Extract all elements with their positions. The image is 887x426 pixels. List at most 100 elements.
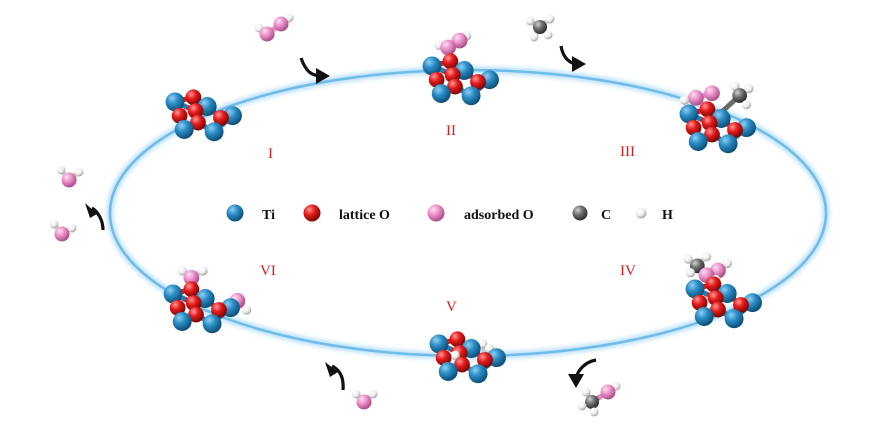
legend-item-ti: Ti [226, 204, 275, 223]
ti-atom [165, 92, 185, 112]
arrow-o2-adsorption [299, 57, 330, 84]
cluster-step-4 [683, 251, 762, 329]
molecule-methanol-released [577, 381, 621, 417]
step-label-i: I [268, 146, 273, 162]
lattice-oxygen-atom [447, 78, 463, 95]
carbon-atom-icon [572, 205, 588, 221]
adsorbed-oxygen-atom [451, 32, 468, 49]
ti-atom [172, 312, 192, 331]
hydrogen-atom [581, 387, 591, 397]
lattice-oxygen-atom [470, 74, 486, 90]
step-label-vi: VI [260, 263, 276, 279]
adsorbed-oxygen-atom-icon [427, 204, 445, 222]
ti-atom [685, 279, 705, 299]
legend-label-adsorbed-o: adsorbed O [464, 208, 534, 223]
lattice-oxygen-atom [190, 114, 206, 131]
carbon-atom [585, 395, 599, 409]
lattice-oxygen-atom [428, 71, 445, 88]
adsorbed-oxygen-atom [440, 39, 456, 56]
lattice-oxygen-atom [477, 352, 493, 368]
lattice-oxygen-atom [169, 299, 186, 316]
hydrogen-atom [577, 401, 587, 411]
lattice-oxygen-atom [188, 306, 204, 323]
hydrogen-atom [525, 16, 535, 26]
ti-atom [461, 86, 481, 106]
legend-label-hydrogen: H [662, 208, 673, 223]
lattice-oxygen-atom [685, 119, 702, 136]
adsorbed-oxygen-atom [259, 26, 275, 42]
cluster-step-5 [429, 331, 506, 384]
adsorbed-oxygen-atom [54, 226, 70, 242]
hydrogen-atom [683, 254, 693, 264]
ti-atom [438, 362, 458, 381]
legend-item-lattice-o: lattice O [303, 204, 390, 223]
ti-atom [431, 84, 451, 103]
hydrogen-atom-icon [635, 207, 647, 219]
lattice-oxygen-atom [213, 110, 229, 126]
arrow-water-desorption-left [85, 203, 105, 231]
lattice-oxygen-atom [710, 301, 726, 318]
lattice-oxygen-atom [185, 89, 202, 106]
ti-atom [724, 309, 744, 329]
hydrogen-atom [368, 389, 378, 399]
arrow-methanol-desorption [568, 358, 597, 388]
lattice-oxygen-atom [705, 276, 722, 293]
molecule-methane-incoming [525, 14, 555, 42]
hydrogen-atom [177, 266, 187, 276]
cluster-step-3 [679, 81, 756, 154]
ti-atom [174, 120, 194, 139]
ti-atom-icon [226, 204, 244, 222]
hydrogen-atom [198, 266, 208, 276]
molecule-water-released-left-bottom [49, 219, 77, 242]
hydrogen-atom [744, 83, 754, 94]
adsorbed-oxygen-atom [704, 85, 720, 102]
lattice-oxygen-atom [435, 349, 452, 366]
hydrogen-atom [741, 99, 752, 110]
hydrogen-atom [74, 167, 84, 177]
legend-item-adsorbed-o: adsorbed O [427, 204, 534, 223]
ti-atom [429, 334, 449, 354]
hydrogen-atom [351, 389, 361, 399]
lattice-oxygen-atom [454, 356, 470, 373]
lattice-oxygen-atom [449, 331, 466, 348]
arrow-water-desorption-bottom [325, 362, 345, 391]
cluster-step-1 [165, 89, 242, 142]
ti-atom [468, 364, 488, 384]
lattice-oxygen-atom [733, 297, 749, 313]
legend-label-ti: Ti [262, 208, 275, 223]
legend-label-lattice-o: lattice O [339, 208, 390, 223]
cluster-step-6 [163, 266, 252, 334]
step-label-ii: II [446, 123, 456, 139]
hydrogen-atom [679, 95, 690, 105]
lattice-oxygen-atom [704, 126, 720, 143]
adsorbed-oxygen-atom [183, 269, 200, 286]
lattice-oxygen-atom-icon [303, 204, 321, 222]
adsorbed-oxygen-atom [273, 16, 289, 32]
hydrogen-atom [722, 258, 732, 269]
ti-atom [202, 314, 222, 334]
hydrogen-atom [543, 30, 553, 40]
adsorbed-oxygen-atom [600, 384, 616, 400]
ti-atom [422, 56, 442, 76]
hydrogen-atom [589, 407, 599, 417]
legend-item-carbon: C [572, 205, 611, 223]
lattice-oxygen-atom [691, 294, 708, 311]
ti-atom [718, 134, 738, 154]
molecule-o2-incoming [254, 13, 294, 42]
step-label-v: V [446, 299, 457, 315]
hydrogen-atom [49, 219, 59, 229]
lattice-oxygen-atom [171, 107, 188, 124]
ti-atom [694, 307, 714, 326]
molecule-water-released-left-top [56, 165, 84, 188]
lattice-oxygen-atom [183, 281, 200, 298]
step-label-iii: III [620, 144, 635, 160]
hydrogen-atom [685, 268, 696, 278]
adsorbed-oxygen-atom [688, 89, 704, 106]
hydrogen-atom [545, 14, 555, 24]
hydrogen-atom [701, 251, 712, 262]
carbon-atom [533, 20, 547, 34]
lattice-oxygen-atom [699, 101, 716, 118]
hydrogen-atom [450, 350, 460, 361]
ti-atom [688, 132, 708, 151]
